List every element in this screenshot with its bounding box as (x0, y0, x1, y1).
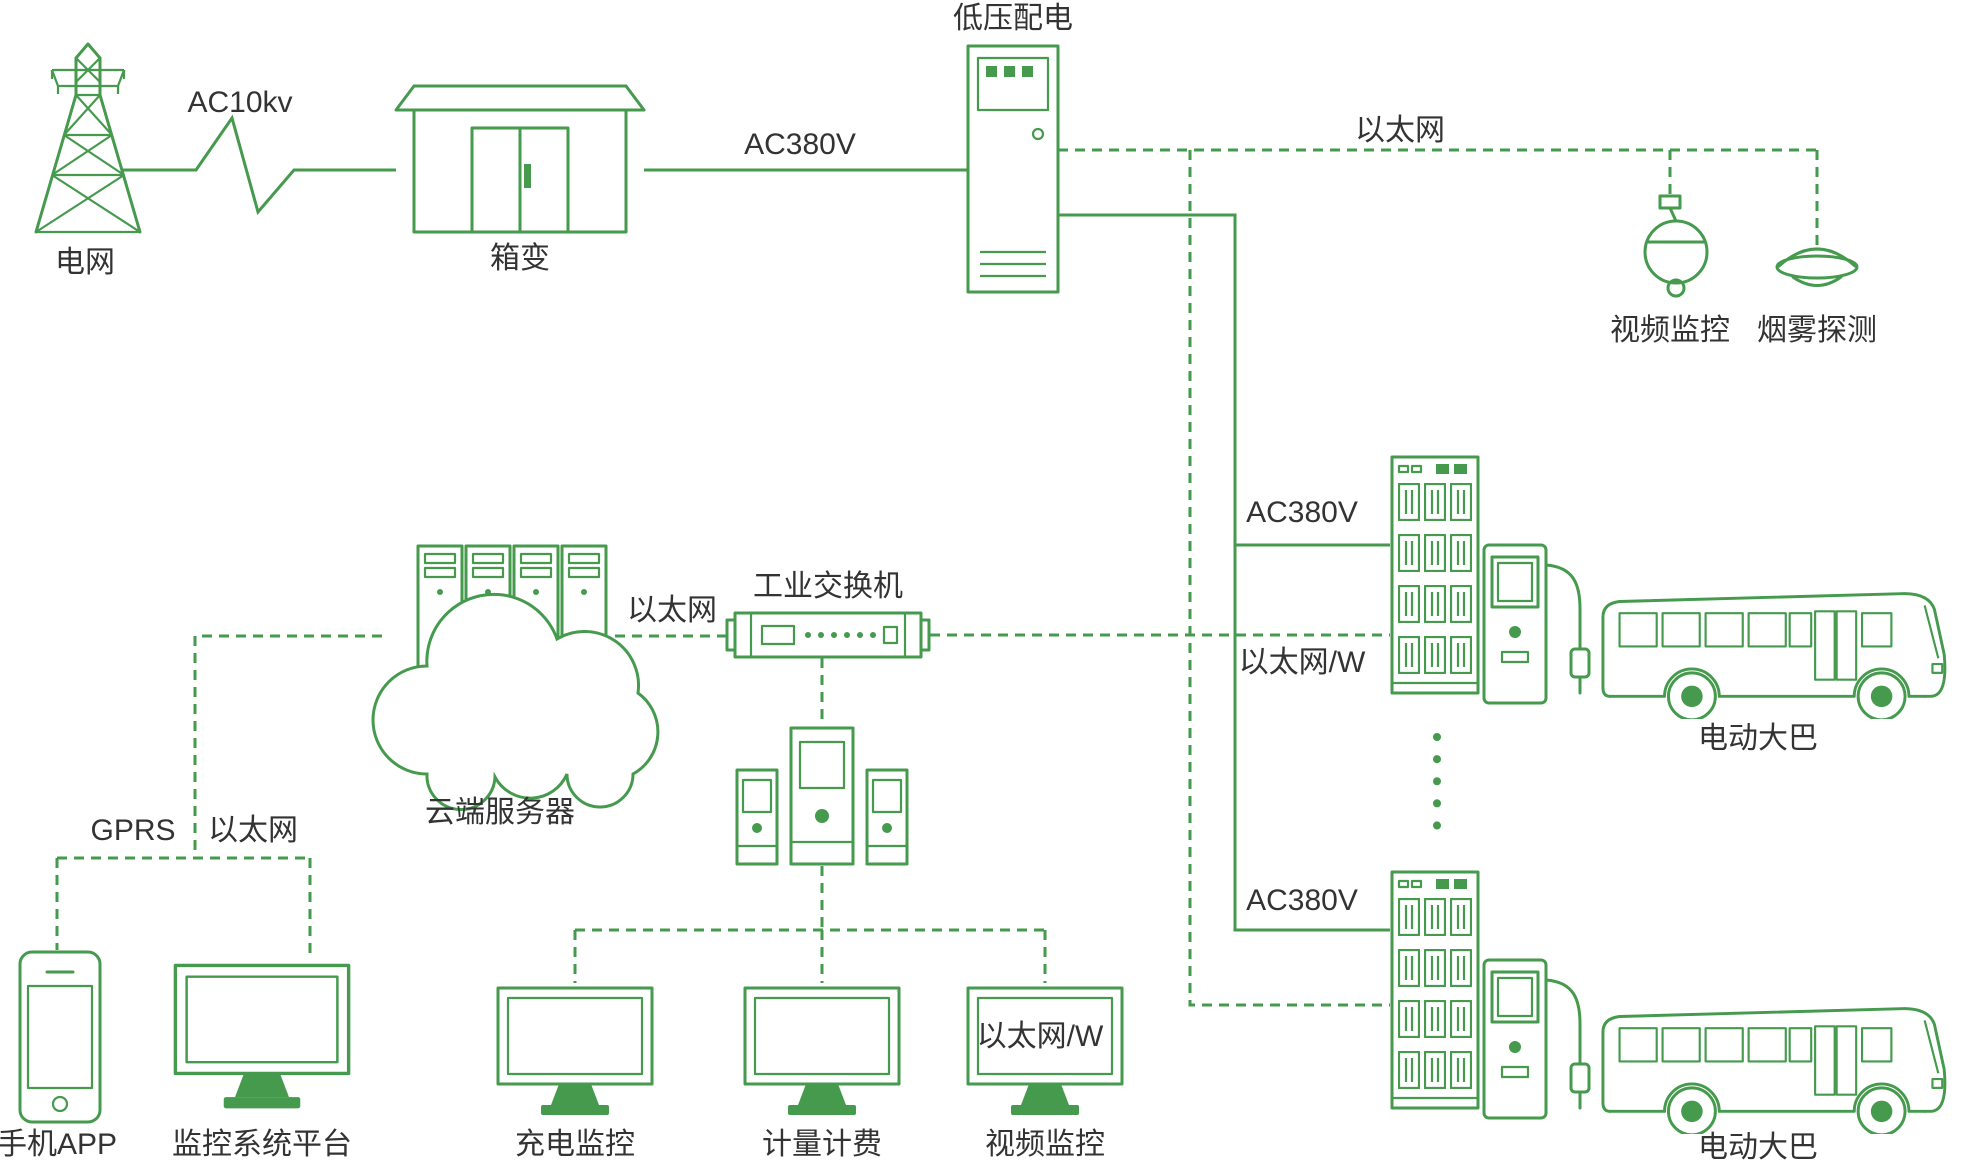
ac10kv-label: AC10kv (187, 86, 292, 119)
transformer-label: 箱变 (490, 242, 550, 275)
metering-billing-label: 计量计费 (762, 1128, 882, 1161)
monitor-platform-screen-icon (173, 963, 351, 1111)
cloud-outline (371, 592, 660, 811)
charging-monitor-label: 充电监控 (515, 1128, 635, 1161)
phone-icon (18, 950, 102, 1124)
ac380v-group2-label: AC380V (1246, 884, 1358, 917)
electric-bus1-icon (1601, 592, 1947, 719)
ethernet-left-label: 以太网 (208, 814, 298, 847)
lv-distribution-label: 低压配电 (953, 2, 1073, 35)
smoke-detector-icon (1775, 247, 1859, 287)
metering-billing-screen-icon (743, 986, 901, 1117)
smoke-detector-label: 烟雾探测 (1757, 314, 1877, 347)
box-transformer-icon (394, 84, 646, 234)
charging-cabinet2-icon (1392, 872, 1478, 1108)
charging-pile2-icon (1482, 958, 1591, 1120)
meter-group (735, 726, 909, 866)
link-ethernet-trunk (1188, 150, 1390, 1007)
dome-camera-icon (1643, 194, 1709, 298)
transmission-tower-icon (34, 42, 142, 234)
charging-pile1-icon (1482, 543, 1591, 705)
ethernet-w-group1-label: 以太网/W (1239, 646, 1366, 679)
monitor-platform-label: 监控系统平台 (172, 1128, 352, 1161)
grid-label: 电网 (55, 246, 115, 279)
electric-bus2-label: 电动大巴 (1698, 1131, 1818, 1164)
electric-bus1-label: 电动大巴 (1698, 722, 1818, 755)
ethernet-w-group2-label: 以太网/W (977, 1020, 1104, 1053)
industrial-switch-icon (725, 611, 931, 659)
charging-cabinet1-icon (1392, 457, 1478, 693)
ethernet-cloud-label: 以太网 (627, 594, 717, 627)
ac380v-main-label: AC380V (744, 128, 856, 161)
video-monitor-label: 视频监控 (985, 1128, 1105, 1161)
cloud-server-label: 云端服务器 (425, 796, 575, 829)
connection-lines (55, 114, 1819, 1007)
ac380v-group1-label: AC380V (1246, 496, 1358, 529)
gprs-label: GPRS (90, 814, 175, 847)
ethernet-top-label: 以太网 (1355, 114, 1445, 147)
meter-center-icon (789, 726, 855, 866)
camera-top-label: 视频监控 (1610, 314, 1730, 347)
lv-distribution-cabinet-icon (966, 44, 1060, 294)
link-grid-transformer (122, 114, 396, 216)
mobile-app-label: 手机APP (0, 1128, 117, 1161)
meter-left-icon (735, 768, 779, 866)
charging-monitor-screen-icon (496, 986, 654, 1117)
industrial-switch-label: 工业交换机 (753, 570, 903, 603)
meter-right-icon (865, 768, 909, 866)
link-cloud-left (193, 634, 382, 858)
link-lv-power-trunk (1058, 213, 1390, 932)
electric-bus2-icon (1601, 1007, 1947, 1134)
cloud-server-icon (371, 544, 660, 811)
